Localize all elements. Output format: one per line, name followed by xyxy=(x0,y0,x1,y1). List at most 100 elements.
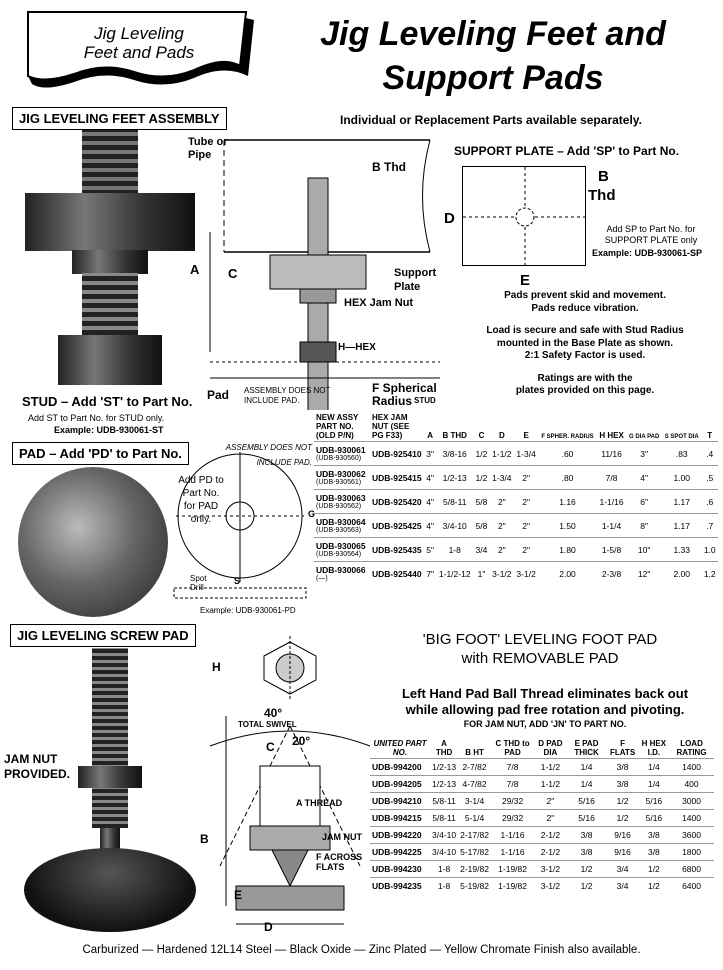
t2-cell-4: 1-1/2 xyxy=(534,775,567,793)
t2-cell-5: 3/8 xyxy=(566,843,607,861)
t2-cell-2: 3-1/4 xyxy=(458,792,491,810)
t1-h-s: S SPOT DIA xyxy=(664,434,699,440)
bigfoot-title1: 'BIG FOOT' LEVELING FOOT PAD xyxy=(422,631,658,648)
t2-cell-6: 1/2 xyxy=(606,792,639,810)
t2-cell-5: 5/16 xyxy=(566,792,607,810)
h-hex-label: H—HEX xyxy=(338,342,376,353)
sp-note: Add SP to Part No. for SUPPORT PLATE onl… xyxy=(604,224,698,245)
bigfoot-desc: Left Hand Pad Ball Thread eliminates bac… xyxy=(370,686,720,730)
sp-d-label: D xyxy=(444,210,455,227)
t1-part-no: UDB-930066 xyxy=(316,565,366,575)
t2-cell-1: 1-8 xyxy=(430,860,459,878)
t1-cell-h: 7/8 xyxy=(596,465,627,490)
t1-cell-g: 10" xyxy=(626,537,662,562)
t2-h-b: B HT xyxy=(465,748,484,757)
sp-example: Example: UDB-930061-SP xyxy=(592,248,703,258)
t2-cell-1: 5/8-11 xyxy=(430,792,459,810)
pad-diagram xyxy=(172,448,312,618)
t1-cell-f: .60 xyxy=(538,441,597,466)
t1-cell-t: .4 xyxy=(701,441,718,466)
screw-pad-heading: JIG LEVELING SCREW PAD xyxy=(10,624,196,647)
a-label: A xyxy=(190,262,200,277)
t1-cell-g: 3" xyxy=(626,441,662,466)
t1-h-c: C xyxy=(478,431,485,440)
t2-cell-8: 3600 xyxy=(669,826,714,844)
t2-cell-6: 3/4 xyxy=(606,877,639,894)
title-line1: Jig Leveling Feet and xyxy=(320,15,666,53)
t1-cell-d: 1-1/2 xyxy=(489,441,514,466)
t2-cell-3: 29/32 xyxy=(490,809,535,827)
stud-example: Example: UDB-930061-ST xyxy=(54,425,164,435)
banner-line1: Jig Leveling xyxy=(94,24,184,43)
bigfoot-desc2: while allowing pad free rotation and piv… xyxy=(405,702,685,717)
t1-old-part-no: (—) xyxy=(316,575,328,582)
t2-cell-4: 3-1/2 xyxy=(534,860,567,878)
info-line1: Pads prevent skid and movement. xyxy=(504,290,666,301)
t2-cell-3: 7/8 xyxy=(490,775,535,793)
t2-h-pn: UNITED PART NO. xyxy=(373,739,427,757)
info-line2: Pads reduce vibration. xyxy=(531,302,639,314)
t2-cell-1: 5/8-11 xyxy=(430,809,459,827)
t2-cell-3: 7/8 xyxy=(490,758,535,776)
t1-cell-s: 1.33 xyxy=(662,537,702,562)
t2-cell-8: 3000 xyxy=(669,792,714,810)
t1-cell-h: 1-1/4 xyxy=(596,513,627,538)
t2-cell-5: 5/16 xyxy=(566,809,607,827)
t1-cell-pn: UDB-930061(UDB-930560) xyxy=(314,441,370,466)
t2-cell-3: 1-19/82 xyxy=(490,877,535,894)
assembly-diagram xyxy=(180,130,460,421)
info-box: Pads prevent skid and movement. Pads red… xyxy=(460,290,710,406)
t1-cell-d: 3-1/2 xyxy=(489,561,514,585)
pad-g-label: G xyxy=(308,509,316,519)
angle-40: 40° xyxy=(264,706,283,720)
c-label: C xyxy=(228,266,238,281)
t1-cell-e: 2" xyxy=(513,537,539,562)
t1-cell-pn: UDB-930063(UDB-930562) xyxy=(314,489,370,514)
pad-s-label: S xyxy=(234,576,241,586)
t1-cell-h: 1-5/8 xyxy=(596,537,627,562)
t1-cell-nut: UDB-925415 xyxy=(370,465,424,490)
t1-cell-t: 1.0 xyxy=(701,537,718,562)
t2-cell-2: 2-19/82 xyxy=(458,860,491,878)
pad-spot-drill: Spot Drill xyxy=(190,574,207,592)
t1-cell-b: 3/8-16 xyxy=(436,441,474,466)
t1-part-no: UDB-930062 xyxy=(316,469,366,479)
t1-old-part-no: (UDB-930560) xyxy=(316,455,362,462)
t1-cell-a: 4" xyxy=(424,513,437,538)
t2-cell-7: 1/2 xyxy=(638,860,670,878)
t2-cell-6: 1/2 xyxy=(606,809,639,827)
t1-cell-g: 4" xyxy=(626,465,662,490)
t1-h-e: E xyxy=(523,431,529,440)
t1-cell-d: 1-3/4 xyxy=(489,465,514,490)
t2-cell-8: 1800 xyxy=(669,843,714,861)
spherical-label: F Spherical Radius xyxy=(372,381,437,408)
t1-cell-a: 4" xyxy=(424,489,437,514)
t1-cell-f: .80 xyxy=(538,465,597,490)
t1-h-d: D xyxy=(498,431,505,440)
t1-cell-s: .83 xyxy=(662,441,702,466)
t1-cell-e: 2" xyxy=(513,489,539,514)
bigfoot-title: 'BIG FOOT' LEVELING FOOT PAD with REMOVA… xyxy=(380,630,700,668)
t2-cell-4: 2" xyxy=(534,809,567,827)
t1-cell-s: 2.00 xyxy=(662,561,702,585)
t1-cell-c: 1" xyxy=(473,561,490,585)
t2-cell-2: 2-7/82 xyxy=(458,758,491,776)
stud-note: Add ST to Part No. for STUD only. xyxy=(28,413,165,423)
banner-line2: Feet and Pads xyxy=(83,43,195,62)
t1-cell-h: 11/16 xyxy=(596,441,627,466)
t1-cell-h: 2-3/8 xyxy=(596,561,627,585)
t2-cell-3: 1-19/82 xyxy=(490,860,535,878)
banner-scroll xyxy=(27,11,254,88)
t2-h-d: D PAD DIA xyxy=(538,739,563,757)
t1-cell-nut: UDB-925420 xyxy=(370,489,424,514)
assembly-photo xyxy=(20,130,200,385)
t1-cell-b: 5/8-11 xyxy=(436,489,474,514)
t2-cell-3: 1-1/16 xyxy=(490,826,535,844)
t1-cell-s: 1.17 xyxy=(662,513,702,538)
support-plate-box xyxy=(462,166,587,267)
